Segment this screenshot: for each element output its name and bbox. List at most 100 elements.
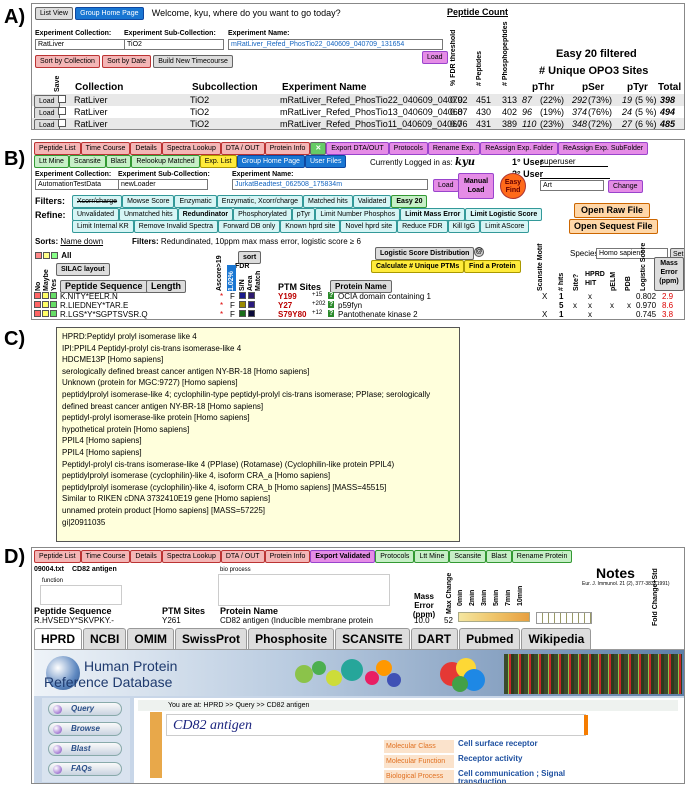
group-home-button[interactable]: Group Home Page <box>75 7 144 20</box>
toolbar-time-course-button[interactable]: Time Course <box>80 142 131 155</box>
toolbar-spectra-lookup-button[interactable]: Spectra Lookup <box>161 142 221 155</box>
all-no-checkbox[interactable] <box>35 252 42 260</box>
protein-info-value[interactable]: Receptor activity <box>458 754 523 763</box>
row-yes-checkbox[interactable] <box>50 319 57 320</box>
refine-reduce-fdr-button[interactable]: Reduce FDR <box>397 220 448 233</box>
tab-wikipedia[interactable]: Wikipedia <box>521 628 592 649</box>
load-row-button[interactable]: Load <box>34 119 60 129</box>
protein-info-value[interactable]: Cell surface receptor <box>458 739 538 748</box>
sort-by-date-button[interactable]: Sort by Date <box>102 55 152 68</box>
load-button[interactable]: Load <box>422 51 448 64</box>
d-toolbar-rename-protein-button[interactable]: Rename Protein <box>511 550 573 563</box>
logistic-distribution-button[interactable]: Logistic Score Distribution <box>375 247 475 260</box>
all-maybe-checkbox[interactable] <box>43 252 50 260</box>
build-timecourse-button[interactable]: Build New Timecourse <box>153 55 233 68</box>
filter-easy-20-button[interactable]: Easy 20 <box>391 195 428 208</box>
user-files-button[interactable]: User Files <box>304 155 347 168</box>
close-x-icon[interactable]: ✕ <box>310 142 327 155</box>
save-checkbox[interactable] <box>58 107 66 115</box>
protein-name-header[interactable]: Protein Name <box>330 280 392 293</box>
save-checkbox[interactable] <box>58 95 66 103</box>
toolbar-exp-list-button[interactable]: Exp. List <box>199 155 237 168</box>
row-peptide-sequence[interactable]: K.NITY*EELR.N <box>60 292 118 301</box>
nav-browse-button[interactable]: Browse <box>48 722 122 736</box>
manual-load-button[interactable]: Manual Load <box>458 173 494 199</box>
question-icon[interactable]: ? <box>328 319 334 320</box>
toolbar-blast-button[interactable]: Blast <box>105 155 132 168</box>
sort-button[interactable]: sort <box>238 251 262 264</box>
row-protein-name[interactable]: p59fyn <box>338 301 363 310</box>
d-toolbar-dta-out-button[interactable]: DTA / OUT <box>220 550 265 563</box>
easy-find-button[interactable]: Easy Find <box>500 173 526 199</box>
toolbar-details-button[interactable]: Details <box>130 142 162 155</box>
d-toolbar-spectra-lookup-button[interactable]: Spectra Lookup <box>161 550 221 563</box>
row-no-checkbox[interactable] <box>34 301 41 308</box>
peptide-sequence-header[interactable]: Peptide Sequence <box>60 280 148 293</box>
b-load-button[interactable]: Load <box>433 179 459 192</box>
b-exp-name-field[interactable]: JurkatBeadtest_062508_175834m <box>232 179 428 190</box>
open-raw-file-button[interactable]: Open Raw File <box>574 203 651 218</box>
art-field[interactable]: Art <box>540 180 604 191</box>
b-group-home-button[interactable]: Group Home Page <box>236 155 305 168</box>
mass-error-header[interactable]: Mass Error (ppm) <box>654 257 684 291</box>
row-peptide-sequence[interactable]: K.YQTDLY*ERER.S <box>60 319 132 320</box>
row-protein-name[interactable]: Peptidyl prolyl isomerase like 4 <box>338 319 448 320</box>
toolbar-export-dta-out-button[interactable]: Export DTA/OUT <box>326 142 389 155</box>
exp-subcollection-field[interactable]: TiO2 <box>124 39 224 50</box>
b-exp-collection-field[interactable]: AutomationTestData <box>35 179 119 190</box>
refine-known-hprd-site-button[interactable]: Known hprd site <box>280 220 341 233</box>
row-protein-name[interactable]: Pantothenate kinase 2 <box>338 310 418 319</box>
logistic-settings-icon[interactable]: @ <box>474 247 484 257</box>
all-yes-checkbox[interactable] <box>51 252 58 260</box>
toolbar-scansite-button[interactable]: Scansite <box>68 155 106 168</box>
sorts-value[interactable]: Name down <box>60 237 104 246</box>
toolbar-dta-out-button[interactable]: DTA / OUT <box>220 142 265 155</box>
toolbar-relookup-matched-button[interactable]: Relookup Matched <box>131 155 200 168</box>
refine-kill-igg-button[interactable]: Kill IgG <box>447 220 481 233</box>
question-icon[interactable]: ? <box>328 310 335 317</box>
refine-limit-internal-kr-button[interactable]: Limit Internal KR <box>72 220 134 233</box>
d-toolbar-peptide-list-button[interactable]: Peptide List <box>34 550 81 563</box>
d-toolbar-protocols-button[interactable]: Protocols <box>375 550 415 563</box>
nav-blast-button[interactable]: Blast <box>48 742 122 756</box>
tab-hprd[interactable]: HPRD <box>34 628 83 649</box>
row-maybe-checkbox[interactable] <box>42 292 49 299</box>
d-toolbar-protein-info-button[interactable]: Protein Info <box>264 550 311 563</box>
toolbar-protein-info-button[interactable]: Protein Info <box>264 142 311 155</box>
exp-collection-field[interactable]: RatLiver <box>35 39 137 50</box>
tab-omim[interactable]: OMIM <box>127 628 175 649</box>
refine-forward-db-only-button[interactable]: Forward DB only <box>218 220 281 233</box>
change-user-button[interactable]: Change <box>608 180 643 193</box>
find-protein-button[interactable]: Find a Protein <box>464 260 521 273</box>
row-peptide-sequence[interactable]: R.LGS*Y*SGPTSVSR.Q <box>60 310 148 319</box>
question-icon[interactable]: ? <box>328 292 335 299</box>
toolbar-rename-exp--button[interactable]: Rename Exp. <box>427 142 481 155</box>
row-maybe-checkbox[interactable] <box>42 310 49 317</box>
toolbar-peptide-list-button[interactable]: Peptide List <box>34 142 81 155</box>
length-header[interactable]: Length <box>146 280 186 293</box>
d-toolbar-blast-button[interactable]: Blast <box>486 550 512 563</box>
tab-ncbi[interactable]: NCBI <box>83 628 127 649</box>
species-field[interactable]: Homo sapiens <box>596 248 668 259</box>
d-toolbar-time-course-button[interactable]: Time Course <box>80 550 131 563</box>
row-maybe-checkbox[interactable] <box>42 319 49 320</box>
question-icon[interactable]: ? <box>328 301 335 308</box>
toolbar-protocols-button[interactable]: Protocols <box>388 142 428 155</box>
d-toolbar-export-validated-button[interactable]: Export Validated <box>310 550 376 563</box>
filter-xcorr-charge-button[interactable]: Xcorr/charge <box>72 195 123 208</box>
peptide-count-link[interactable]: Peptide Count <box>447 7 508 17</box>
sort-by-collection-button[interactable]: Sort by Collection <box>35 55 100 68</box>
row-no-checkbox[interactable] <box>34 310 41 317</box>
tab-scansite[interactable]: SCANSITE <box>335 628 410 649</box>
tab-swissprot[interactable]: SwissProt <box>175 628 248 649</box>
toolbar-reassign-exp-subfolder-button[interactable]: ReAssign Exp. SubFolder <box>557 142 649 155</box>
toolbar-ltt-mine-button[interactable]: Ltt Mine <box>34 155 69 168</box>
row-maybe-checkbox[interactable] <box>42 301 49 308</box>
hprd-breadcrumb[interactable]: You are at: HPRD >> Query >> CD82 antige… <box>138 700 678 711</box>
tab-phosphosite[interactable]: Phosphosite <box>248 628 335 649</box>
toolbar-reassign-exp-folder-button[interactable]: ReAssign Exp. Folder <box>480 142 558 155</box>
save-checkbox[interactable] <box>58 119 66 127</box>
filter-matched-hits-button[interactable]: Matched hits <box>303 195 353 208</box>
filter-enzymatic-button[interactable]: Enzymatic <box>174 195 217 208</box>
row-no-checkbox[interactable] <box>34 319 41 320</box>
